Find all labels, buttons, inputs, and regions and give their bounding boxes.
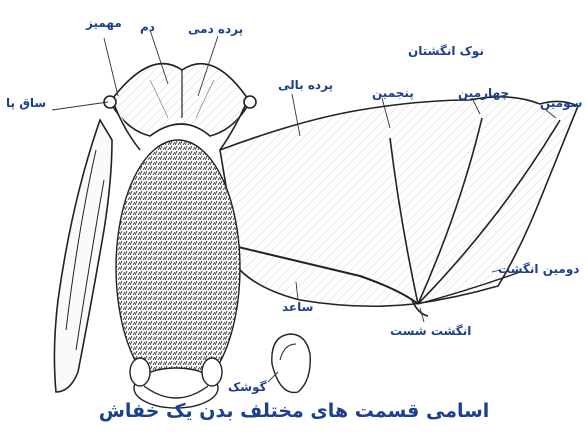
bat-body: [116, 140, 240, 408]
label-fourth-finger: چهارمین: [458, 86, 509, 100]
label-forearm: ساعد: [282, 300, 313, 314]
label-tail: دم: [140, 20, 155, 34]
label-spur: مهمیز: [86, 16, 122, 30]
label-tail-membrane: پرده دمی: [188, 22, 243, 36]
tail-membrane: [110, 64, 250, 136]
figure-caption: اسامی قسمت های مختلف بدن یک خفاش: [0, 400, 588, 422]
label-fifth-finger: پنجمین: [372, 86, 414, 100]
ear-detail: [272, 334, 310, 392]
label-wing-membrane: پرده بالی: [278, 78, 333, 92]
label-fingertips: نوک انگشتان: [408, 44, 484, 58]
left-wing: [54, 120, 112, 392]
label-third-finger: سومین: [540, 96, 582, 110]
label-second-finger: دومین انگشت: [498, 262, 579, 276]
label-ear: گوشک: [228, 380, 267, 394]
label-shank: ساق پا: [6, 96, 46, 110]
right-wing: [220, 97, 578, 316]
label-thumb: انگشت شست: [390, 324, 471, 338]
